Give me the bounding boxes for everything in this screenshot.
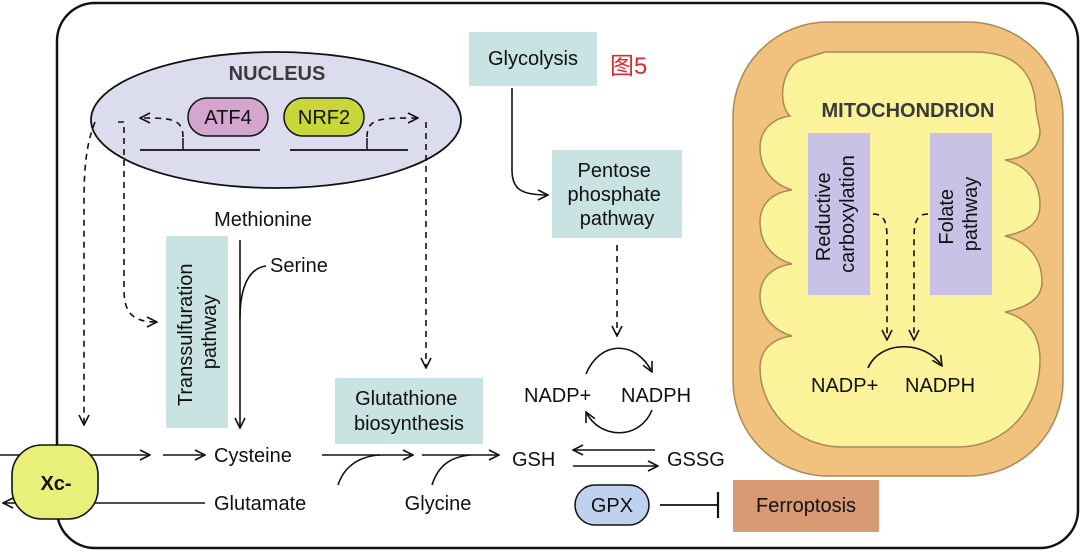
glutathione-box xyxy=(335,378,483,444)
figure-tag: 图5 xyxy=(610,53,647,80)
mito-nadp-plus-label: NADP+ xyxy=(811,375,878,397)
nrf2-label: NRF2 xyxy=(298,107,350,129)
serine-join-curve xyxy=(239,265,267,319)
serine-label: Serine xyxy=(270,255,328,277)
atf4-pill xyxy=(187,97,269,137)
gssg-label: GSSG xyxy=(667,449,725,471)
glycolysis-to-ppp-arrow xyxy=(511,88,548,195)
xc-body xyxy=(11,444,99,520)
folate-box xyxy=(930,133,992,295)
gpx-label: GPX xyxy=(591,495,633,517)
transsulfuration-box xyxy=(166,236,228,428)
reductive-line-1: Reductive xyxy=(813,172,835,261)
atf4-to-xc-arrow xyxy=(84,121,96,425)
folate-to-nadph-arrow xyxy=(914,213,929,340)
glycolysis-label: Glycolysis xyxy=(488,48,578,70)
nrf2-hook-arrow xyxy=(366,118,418,138)
transsulfuration-label: Transsulfuration pathway xyxy=(175,258,221,406)
nucleus-label: NUCLEUS xyxy=(229,63,326,85)
atf4-label: ATF4 xyxy=(204,107,251,129)
cysteine-label: Cysteine xyxy=(214,445,292,467)
gsh-label: GSH xyxy=(512,449,555,471)
nadp-to-nadph-arc xyxy=(585,347,652,375)
reductive-to-nadph-arrow xyxy=(872,213,887,340)
transsulfuration-line-1: Transsulfuration xyxy=(175,263,197,406)
mito-nadph-label: NADPH xyxy=(905,375,975,397)
gpx-pill xyxy=(574,484,650,526)
folate-label: Folate pathway xyxy=(936,177,982,252)
folate-line-2: pathway xyxy=(960,177,982,252)
ferroptosis-label: Ferroptosis xyxy=(756,495,856,517)
nucleus: NUCLEUS ATF4 NRF2 xyxy=(90,51,462,189)
ppp-label: Pentose phosphate pathway xyxy=(568,160,667,230)
folate-line-1: Folate xyxy=(936,189,958,245)
xc-label: Xc- xyxy=(40,473,71,495)
nadph-label: NADPH xyxy=(621,385,691,407)
ppp-line-1: Pentose xyxy=(578,160,651,182)
methionine-label: Methionine xyxy=(214,209,312,231)
mito-nadp-to-nadph-arc xyxy=(867,346,942,369)
nucleus-ellipse xyxy=(90,51,462,189)
ppp-line-2: phosphate xyxy=(568,184,661,206)
reductive-carboxylation-label: Reductive carboxylation xyxy=(813,155,859,273)
glutamate-join-curve xyxy=(337,454,381,486)
mitochondrion-label: MITOCHONDRION xyxy=(822,100,995,122)
transsulfuration-line-2: pathway xyxy=(199,295,221,370)
ppp-line-3: pathway xyxy=(580,208,655,230)
xc-transporter: Xc- xyxy=(0,444,205,520)
glycine-join-curve xyxy=(431,454,471,486)
glycolysis-box xyxy=(469,32,597,86)
glutathione-line-2: biosynthesis xyxy=(354,413,464,435)
glutamate-label: Glutamate xyxy=(214,493,306,515)
reductive-carboxylation-box xyxy=(808,133,870,295)
ferroptosis-box xyxy=(733,480,879,532)
glutathione-line-1: Glutathione xyxy=(355,388,457,410)
atf4-hook-arrow xyxy=(140,118,184,138)
glutathione-label: Glutathione biosynthesis xyxy=(354,388,464,435)
nrf2-pill xyxy=(283,97,365,137)
mitochondrion: MITOCHONDRION Reductive carboxylation Fo… xyxy=(732,21,1064,477)
glycine-label: Glycine xyxy=(405,493,472,515)
nadph-to-nadp-arc xyxy=(586,409,653,434)
reductive-line-2: carboxylation xyxy=(837,155,859,273)
nadp-plus-label: NADP+ xyxy=(524,385,591,407)
ppp-box xyxy=(552,150,682,238)
